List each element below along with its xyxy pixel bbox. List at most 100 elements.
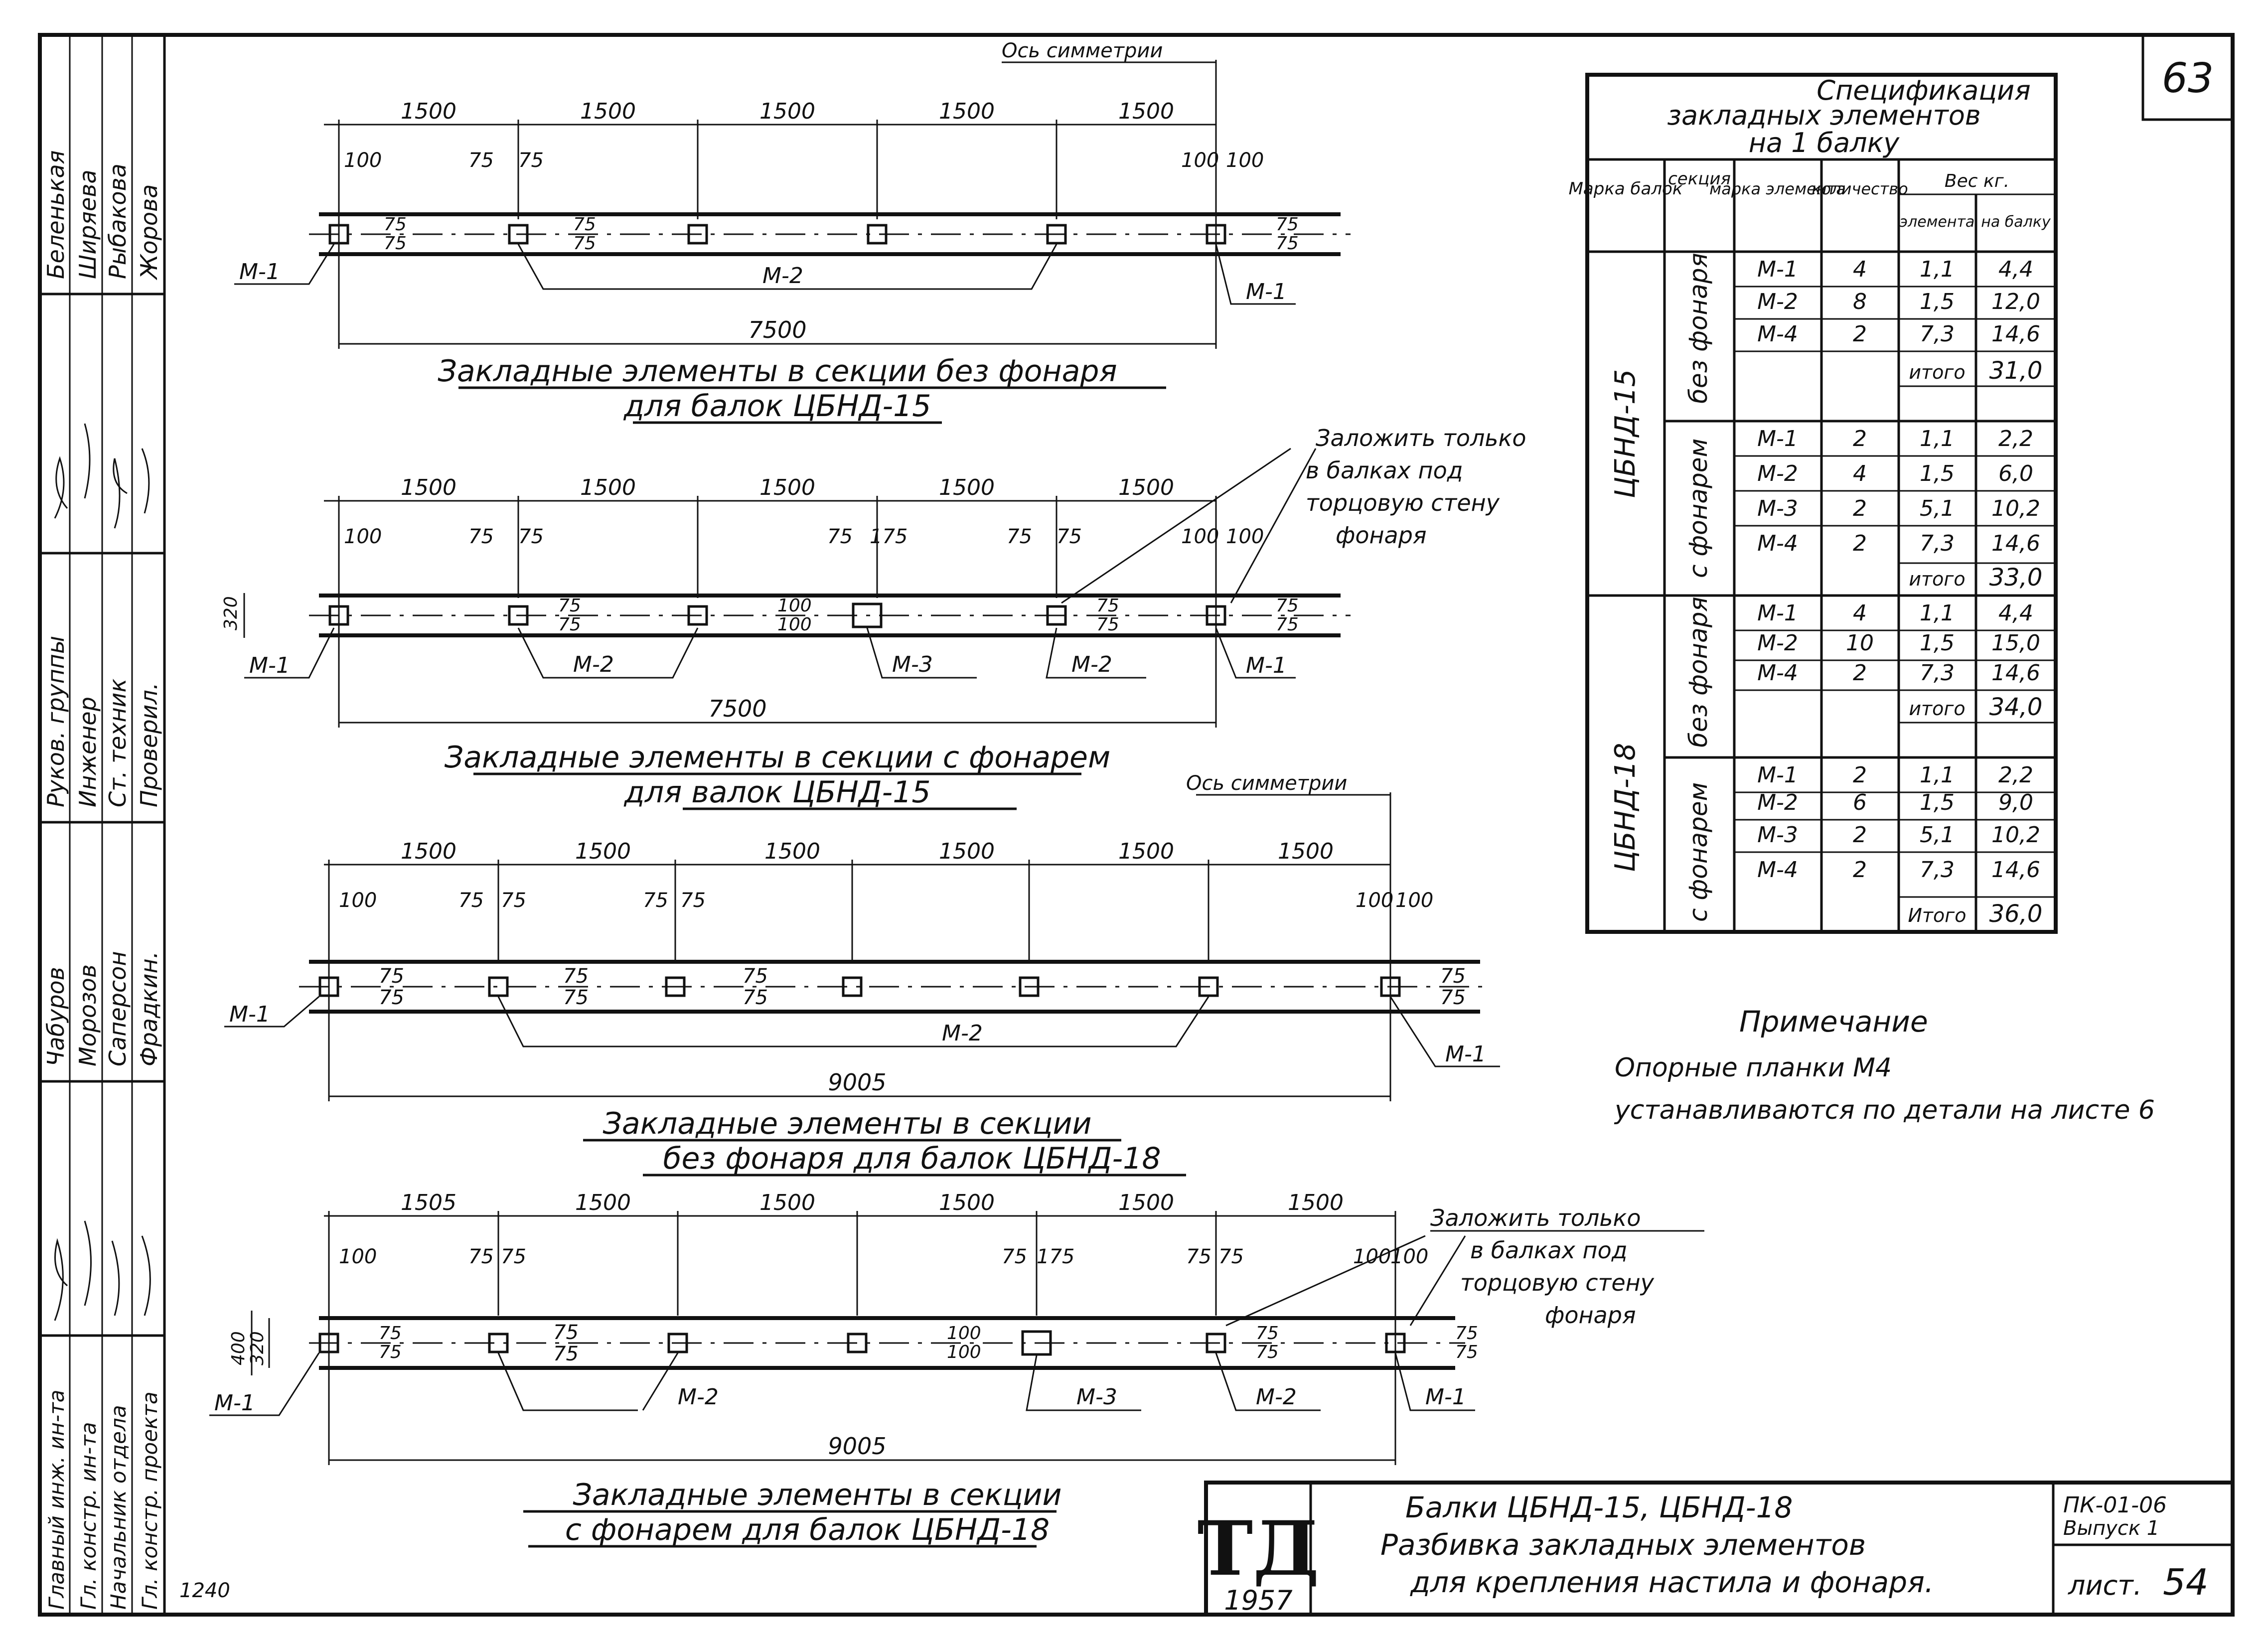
label-m1: М-1 [1246, 653, 1287, 678]
vertical-dim: 75 [558, 614, 581, 635]
row-beam-weight: 2,2 [1998, 426, 2033, 451]
section-name: с фонарем [1684, 782, 1713, 922]
vertical-dim: 75 [379, 1323, 402, 1343]
offset-dim: 75 [468, 525, 494, 548]
row-beam-weight: 14,6 [1991, 857, 2040, 883]
offset-dim: 75 [1218, 1245, 1244, 1268]
embedded-plate [318, 1333, 339, 1353]
label-m1: М-1 [1246, 279, 1287, 304]
offset-dim: 100 [1353, 1245, 1391, 1268]
span-dim: 1500 [759, 1190, 815, 1215]
callout-line-2: в балках под [1470, 1237, 1628, 1264]
offset-dim: 75 [468, 1245, 494, 1268]
span-dim: 1500 [580, 99, 636, 124]
header-section: секция [1668, 169, 1731, 189]
row-qty: 4 [1853, 600, 1867, 626]
header-weight: Вес кг. [1945, 171, 2009, 191]
row-element: М-2 [1757, 461, 1798, 486]
total-length: 7500 [708, 695, 766, 722]
vertical-dim: 75 [1256, 1342, 1279, 1362]
total-value: 33,0 [1989, 564, 2043, 592]
vertical-dim: 75 [558, 596, 581, 616]
row-weight: 5,1 [1920, 822, 1955, 848]
row-weight: 1,1 [1920, 257, 1955, 282]
header-beam-mark: Марка балок [1569, 179, 1683, 199]
embedded-plate [667, 1333, 688, 1353]
span-dim: 1500 [1278, 839, 1334, 864]
callout-line-1: Заложить только [1430, 1204, 1641, 1231]
row-weight: 7,3 [1920, 531, 1955, 556]
table-row: М-1 2 1,1 2,2 [1757, 426, 2033, 451]
vertical-dim: 75 [1096, 596, 1119, 616]
logo: ТД [1198, 1505, 1320, 1593]
drawing-4: 1505 1500 1500 1500 1500 1500 100 75 75 … [209, 1190, 1704, 1548]
offset-dim: 75 [1007, 525, 1032, 548]
vertical-dim: 75 [1276, 596, 1299, 616]
embedded-plate [1019, 976, 1040, 997]
embedded-plate [842, 976, 863, 997]
callout-line-3: торцовую стену [1460, 1269, 1655, 1296]
total-label: итого [1909, 361, 1965, 383]
label-m1: М-1 [249, 653, 290, 678]
vertical-dim: 100 [777, 596, 812, 616]
label-m2: М-2 [762, 263, 803, 289]
corner-note: 1240 [179, 1579, 230, 1602]
table-row: М-4 2 7,3 14,6 [1757, 857, 2040, 883]
label-m1: М-1 [214, 1390, 255, 1416]
table-row: М-4 2 7,3 14,6 [1757, 531, 2040, 556]
caption-line-1: Закладные элементы в секции [573, 1478, 1061, 1512]
callout-line-4: фонаря [1336, 522, 1427, 549]
row-qty: 2 [1853, 762, 1867, 788]
row-element: М-4 [1757, 531, 1798, 556]
row-beam-weight: 10,2 [1991, 496, 2040, 521]
offset-dim: 100 [1181, 525, 1219, 548]
logo-year: 1957 [1224, 1585, 1292, 1616]
span-dim: 1500 [1118, 1190, 1174, 1215]
embedded-plate [488, 1333, 509, 1353]
vertical-dim: 75 [1440, 986, 1466, 1009]
stamp-name-8: Фрадкин. [136, 951, 162, 1066]
symmetry-axis-label: Ось симметрии [1002, 39, 1163, 62]
total-label: Итого [1908, 904, 1966, 926]
row-element: М-1 [1757, 762, 1798, 788]
title-line-1: Балки ЦБНД-15, ЦБНД-18 [1405, 1491, 1793, 1524]
row-beam-weight: 14,6 [1991, 531, 2040, 556]
vertical-dim: 75 [563, 986, 589, 1009]
row-element: М-4 [1757, 321, 1798, 347]
note: Примечание Опорные планки М4 устанавлива… [1614, 1005, 2155, 1125]
span-dim: 1500 [939, 839, 995, 864]
embedded-plate [328, 224, 349, 245]
row-weight: 1,5 [1920, 289, 1955, 314]
vertical-dim: 75 [1276, 233, 1299, 254]
row-qty: 4 [1853, 461, 1867, 486]
callout-line-4: фонаря [1545, 1302, 1636, 1329]
offset-dim: 75 [468, 149, 494, 172]
span-dim: 1500 [1118, 839, 1174, 864]
vertical-dim: 75 [743, 965, 768, 988]
span-dim: 1500 [575, 1190, 631, 1215]
beam-height: 320 [221, 596, 241, 630]
label-m2: М-2 [942, 1021, 983, 1046]
vertical-dim: 75 [1455, 1323, 1478, 1343]
vertical-dim: 75 [573, 214, 596, 235]
header-quantity: количество [1812, 179, 1908, 198]
stamp-name-3: Рыбакова [104, 163, 131, 279]
embedded-plate [1385, 1333, 1406, 1353]
sheet-number: 63 [2162, 55, 2214, 102]
row-weight: 1,1 [1920, 426, 1955, 451]
title-line-3: для крепления настила и фонаря. [1410, 1565, 1934, 1599]
row-qty: 2 [1853, 660, 1867, 686]
offset-dim: 75 [501, 889, 526, 912]
embedded-plate [1046, 605, 1067, 626]
span-dim: 1500 [939, 475, 995, 500]
embedded-plate [1206, 1333, 1226, 1353]
note-heading: Примечание [1739, 1005, 1928, 1039]
vertical-dim: 75 [1276, 214, 1299, 235]
table-row: М-3 2 5,1 10,2 [1757, 822, 2040, 848]
offset-dim: 75 [1002, 1245, 1027, 1268]
stamp-role-2: Гл. констр. ин-та [76, 1422, 101, 1610]
span-dim: 1500 [401, 839, 456, 864]
row-beam-weight: 4,4 [1998, 257, 2033, 282]
vertical-dim: 75 [379, 986, 404, 1009]
row-qty: 2 [1853, 321, 1867, 347]
